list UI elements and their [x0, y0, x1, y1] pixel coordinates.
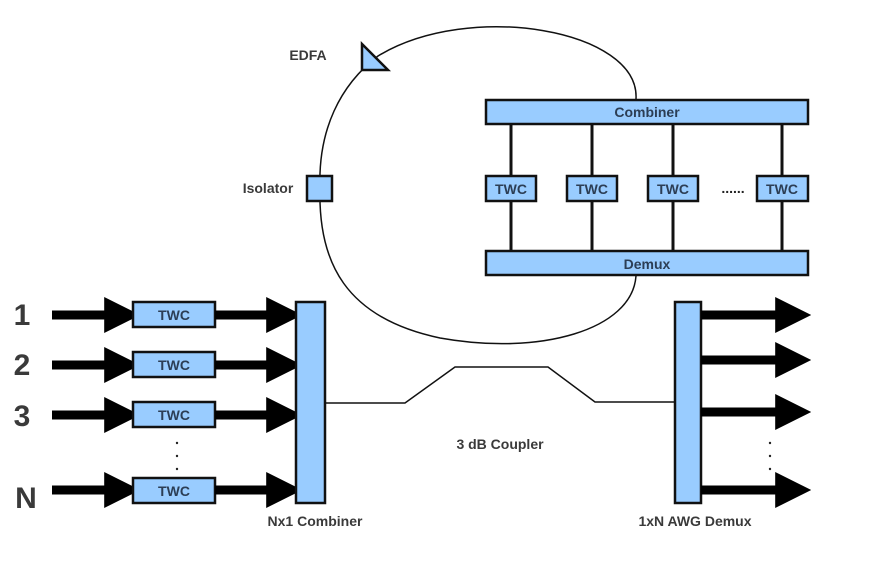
twc-label: TWC	[158, 357, 190, 373]
coupler-fiber	[325, 366, 675, 404]
loop-twc-bank: Combiner Demux TWC TWC TWC TWC ......	[484, 98, 810, 277]
channel-label: 2	[14, 349, 31, 382]
channel-label: 3	[14, 400, 31, 433]
loop-demux-block	[484, 249, 810, 277]
loop-demux-label: Demux	[624, 256, 671, 272]
twc-block	[131, 350, 217, 379]
twc-label: TWC	[158, 483, 190, 499]
loop-twc-label: TWC	[657, 181, 689, 197]
edfa-amplifier-icon	[360, 40, 392, 72]
loop-twc-label: TWC	[766, 181, 798, 197]
loop-twc-block	[646, 174, 700, 203]
loop-combiner-block	[484, 98, 810, 126]
twc-label: TWC	[158, 307, 190, 323]
input-channel: 2 TWC	[14, 347, 303, 383]
nx1-combiner-block	[294, 300, 327, 505]
input-channel: N TWC	[15, 472, 303, 515]
edfa-label: EDFA	[289, 47, 326, 63]
twc-block	[131, 400, 217, 429]
input-channels: 1 TWC 2 TWC 3 TWC N TWC	[14, 297, 303, 515]
loop-twc-label: TWC	[576, 181, 608, 197]
coupler-label: 3 dB Coupler	[456, 436, 544, 452]
input-ellipsis	[175, 441, 179, 471]
nx1-combiner-label: Nx1 Combiner	[268, 513, 363, 529]
input-channel: 1 TWC	[14, 297, 303, 333]
channel-label: N	[15, 482, 37, 515]
input-channel: 3 TWC	[14, 397, 303, 433]
loop-twc-label: TWC	[495, 181, 527, 197]
loop-twc-block	[565, 174, 619, 203]
isolator-label: Isolator	[243, 180, 294, 196]
loop-combiner-label: Combiner	[614, 104, 680, 120]
loop-ellipsis: ......	[721, 180, 744, 196]
twc-block	[131, 476, 217, 505]
awg-demux-block	[673, 300, 703, 505]
awg-demux-label: 1xN AWG Demux	[638, 513, 751, 529]
loop-twc-block	[484, 174, 538, 203]
loop-twc-block	[755, 174, 810, 203]
channel-label: 1	[14, 299, 31, 332]
twc-label: TWC	[158, 407, 190, 423]
output-arrows	[701, 297, 812, 508]
isolator-block	[305, 174, 334, 203]
